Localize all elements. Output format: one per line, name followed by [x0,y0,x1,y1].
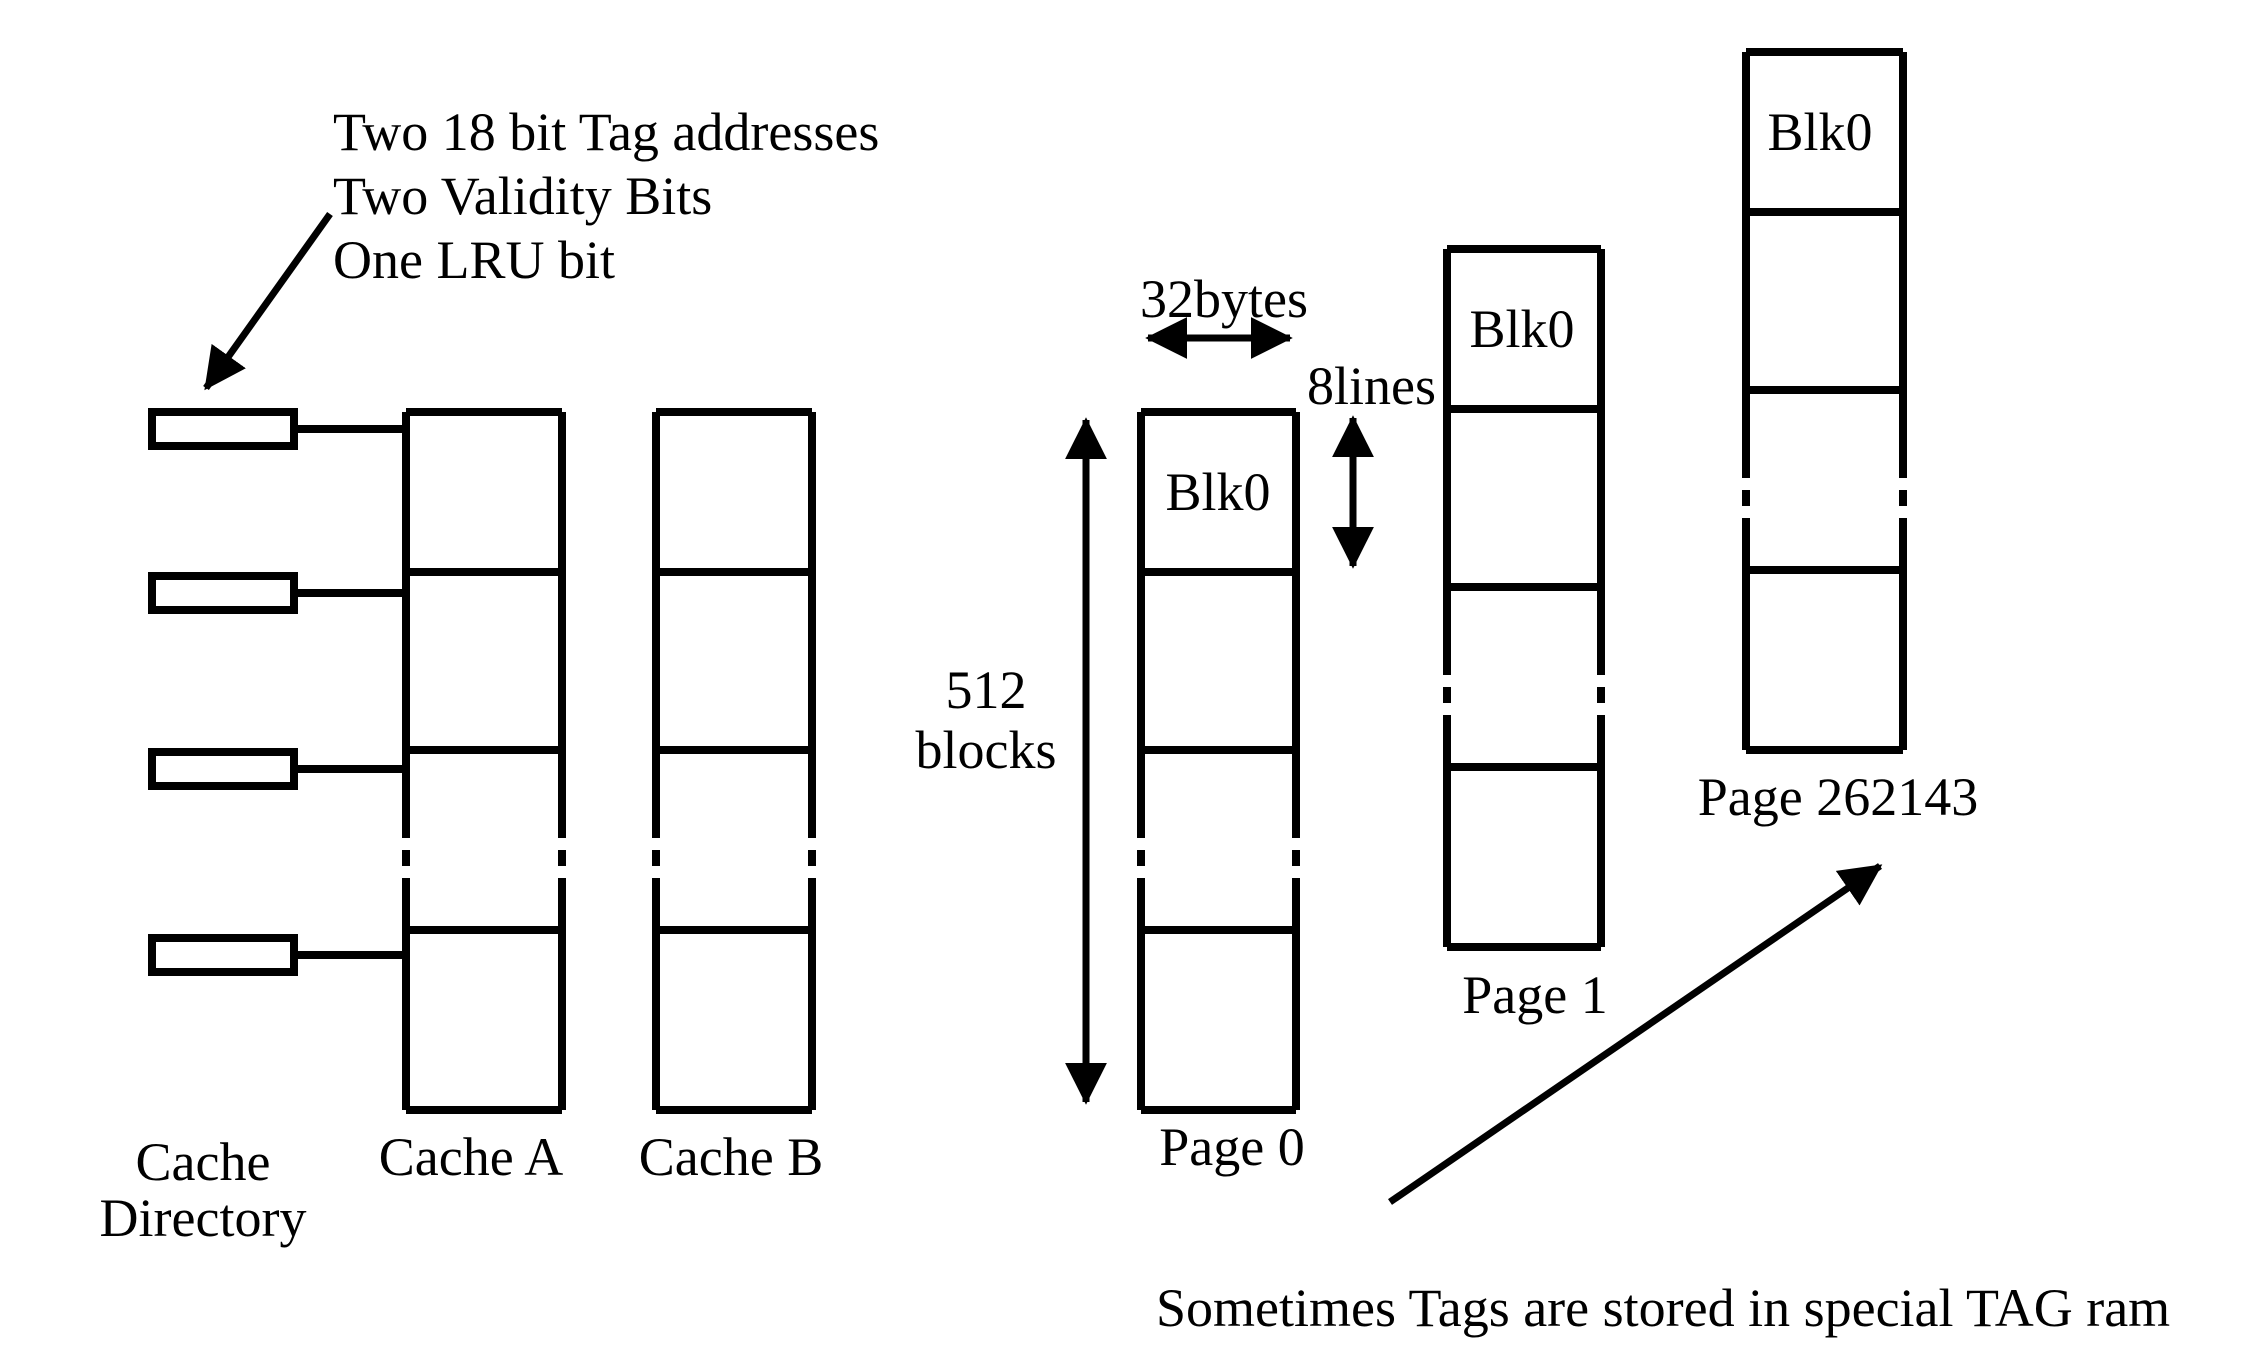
tag-ram-footnote: Sometimes Tags are stored in special TAG… [1156,1278,2171,1338]
page-0-column [1137,408,1300,1114]
cache-directory-label-line2: Directory [99,1188,307,1248]
page-1-column [1443,245,1605,951]
tag-annotation: Two 18 bit Tag addresses Two Validity Bi… [333,100,879,292]
lines-dimension-label: 8lines [1307,356,1436,416]
tag-ram-arrow [1388,863,1883,1205]
page-262143-block-label: Blk0 [1767,102,1873,162]
directory-entry-box [148,572,298,614]
page-1-block-label: Blk0 [1469,299,1575,359]
annotation-line: One LRU bit [333,230,615,290]
page-262143-label: Page 262143 [1697,767,1979,827]
page-0-block-label: Blk0 [1165,462,1271,522]
cache-directory-boxes [148,408,298,976]
cache-b-label: Cache B [638,1127,824,1187]
directory-connectors [294,425,410,959]
width-dimension-label: 32bytes [1140,269,1308,329]
directory-entry-box [148,748,298,790]
directory-entry-box [148,408,298,450]
blocks-label-line2: blocks [915,720,1057,780]
cache-b-column [652,408,816,1114]
page-0-label: Page 0 [1159,1117,1305,1177]
annotation-line: Two 18 bit Tag addresses [333,102,880,162]
cache-directory-label-line1: Cache [135,1132,271,1192]
blocks-dimension-label: 512 blocks [916,660,1057,780]
cache-directory-label: Cache Directory [100,1134,307,1246]
cache-a-column [402,408,566,1114]
cache-a-label: Cache A [378,1127,564,1187]
blocks-label-line1: 512 [945,660,1027,720]
page-1-label: Page 1 [1462,965,1608,1025]
directory-entry-box [148,934,298,976]
page-262143-column [1742,48,1907,754]
annotation-line: Two Validity Bits [333,166,713,226]
tag-annotation-arrow [203,211,333,391]
